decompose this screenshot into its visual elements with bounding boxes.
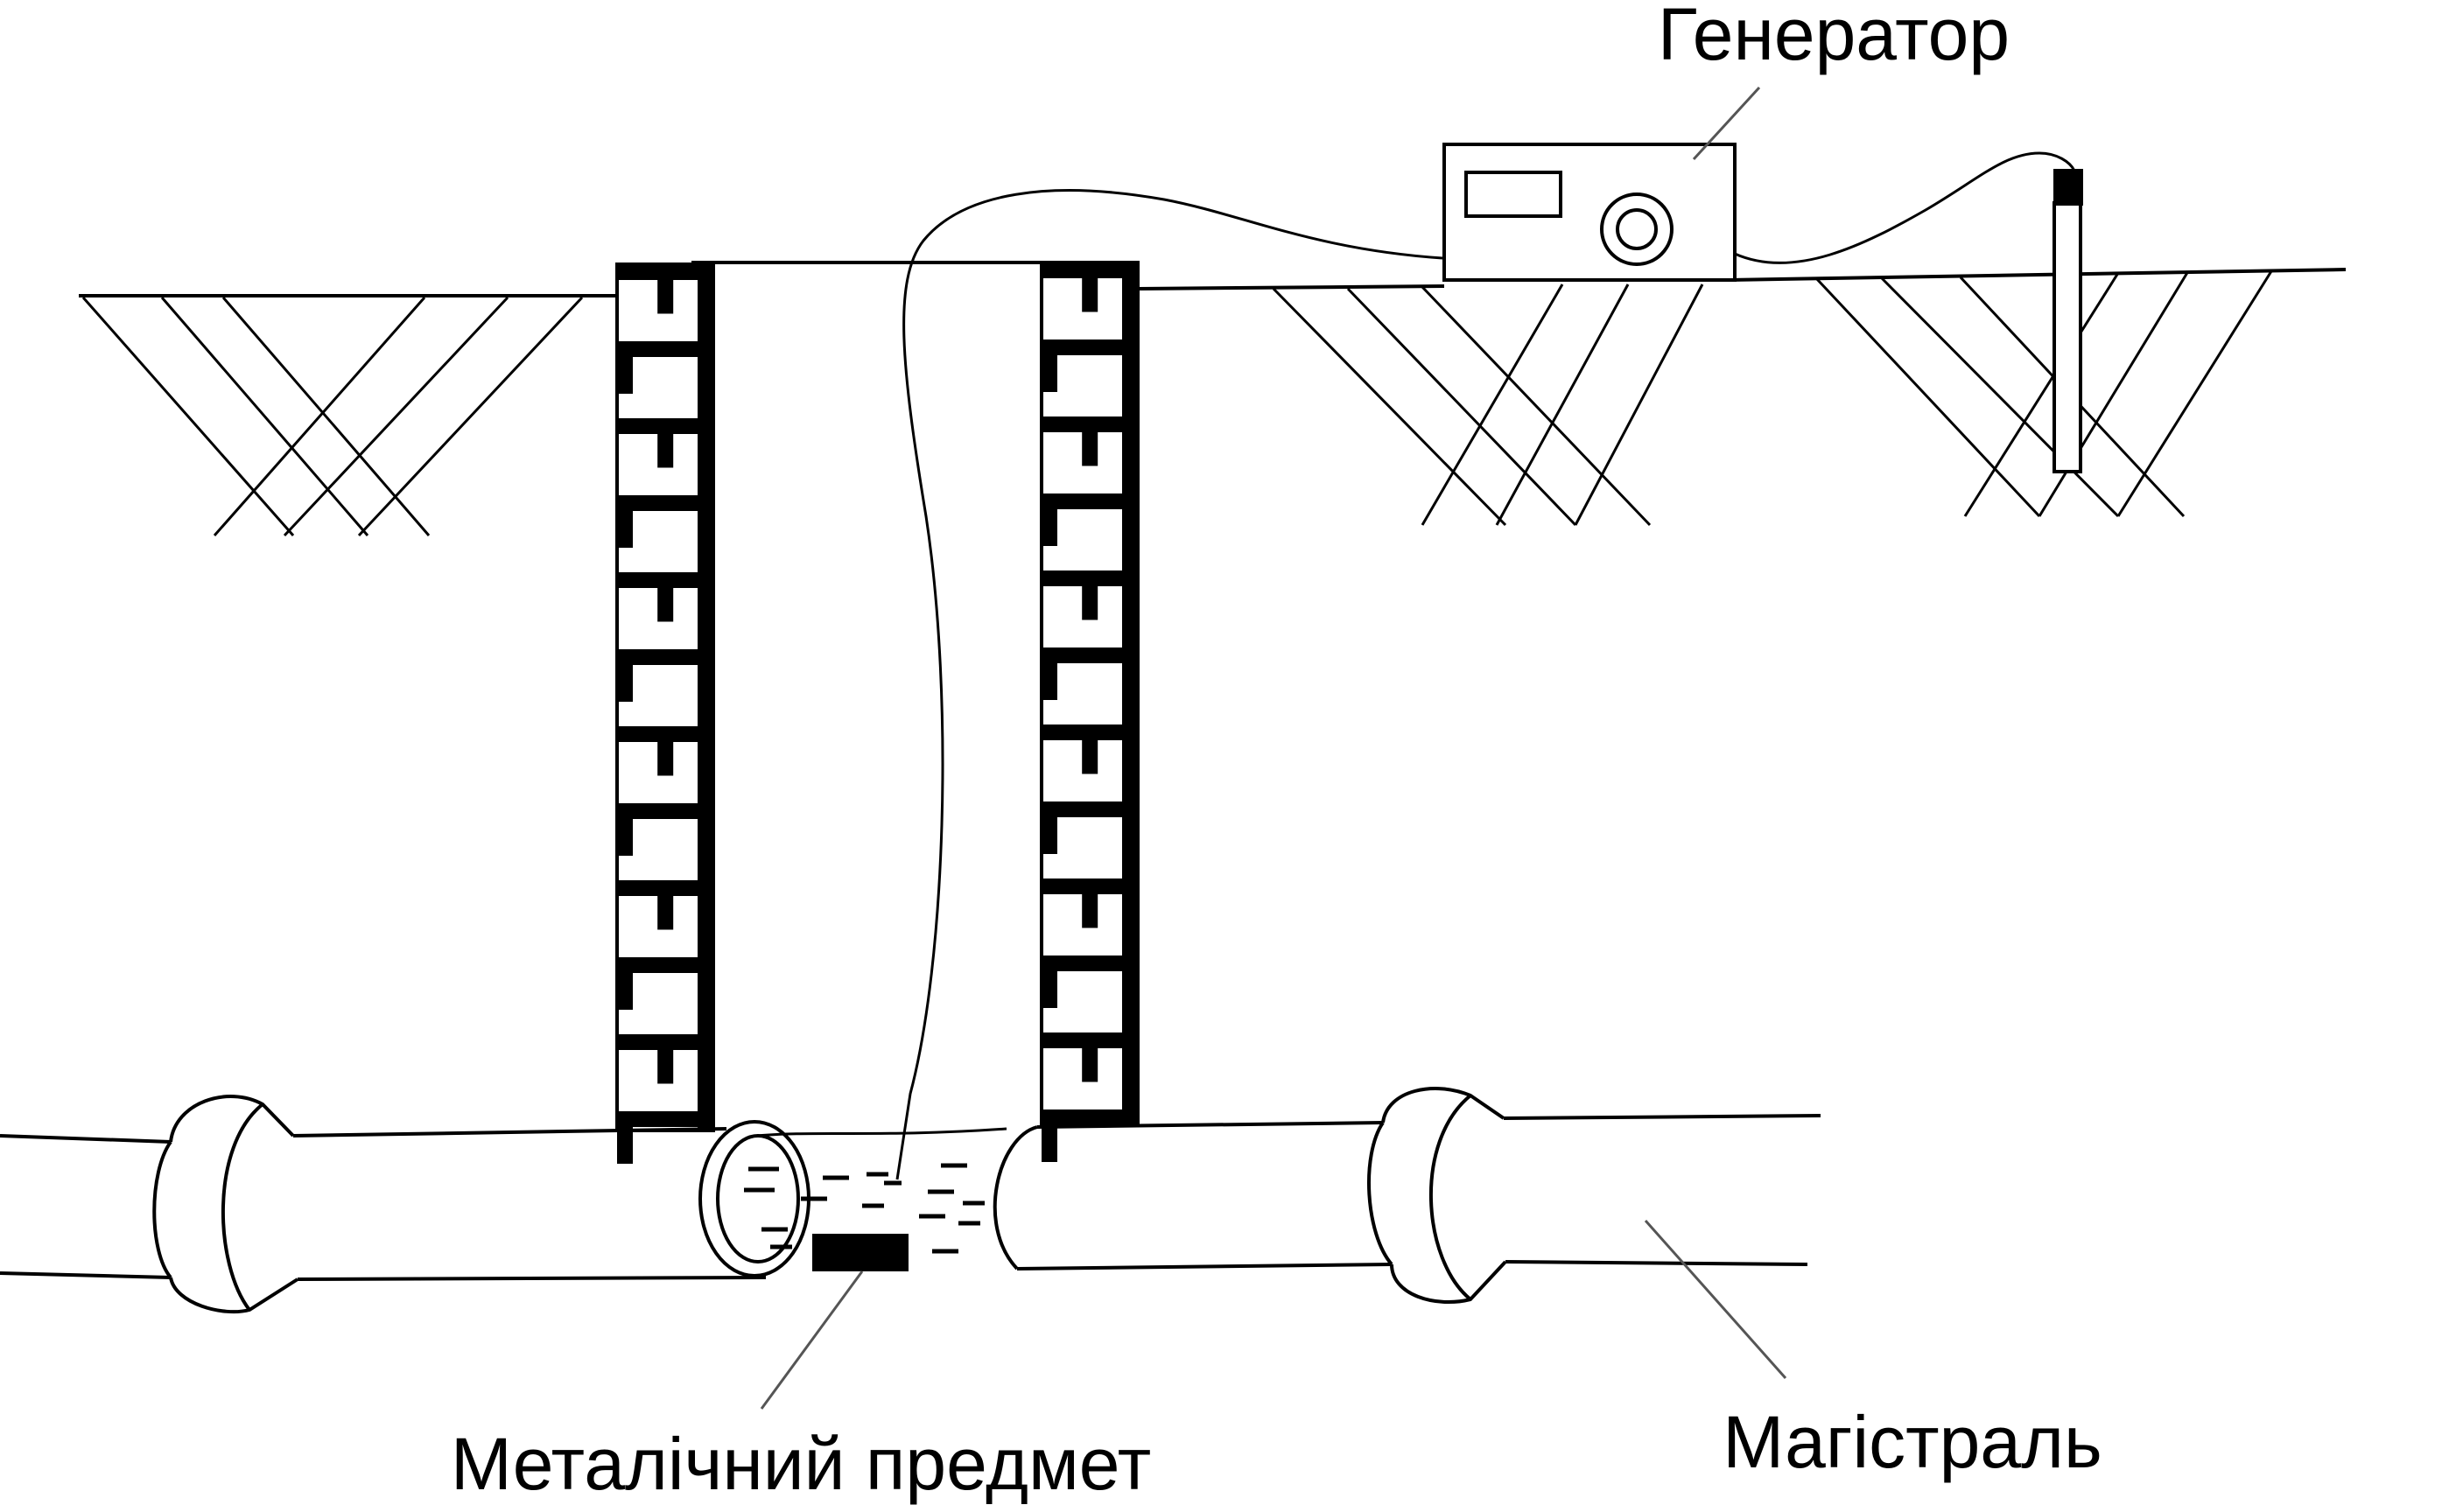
- well-wall-left: [615, 262, 715, 1164]
- well-wall-mortar-joint: [1082, 432, 1098, 466]
- soil-hatching-right: [1814, 270, 2273, 518]
- well-wall-mortar-course: [1042, 878, 1138, 894]
- well-wall-mortar-joint: [657, 280, 674, 314]
- well-wall-right: [1040, 261, 1140, 1162]
- generator-display: [1464, 171, 1562, 218]
- well-wall-mortar-joint: [657, 742, 674, 776]
- leader-generator: [1692, 86, 1761, 161]
- well-wall-mortar-joint: [617, 665, 633, 702]
- well-wall-mortar-course: [1042, 956, 1138, 971]
- well-wall-mortar-joint: [617, 1127, 633, 1164]
- well-wall-mortar-course: [617, 726, 713, 742]
- well-wall-mortar-course: [1042, 570, 1138, 586]
- leader-metal-object: [760, 1270, 864, 1410]
- generator-knob-inner: [1616, 208, 1658, 250]
- leader-lines: [760, 86, 1787, 1410]
- well-wall-mortar-joint: [617, 819, 633, 856]
- pipe-socket-left: [169, 1095, 299, 1314]
- well-wall-mortar-course: [1042, 340, 1138, 355]
- well-wall-mortar-joint: [1082, 1048, 1098, 1082]
- well-wall-mortar-joint: [657, 1050, 674, 1084]
- ground-rod-clamp: [2053, 169, 2083, 206]
- leader-main-pipe: [1644, 1220, 1787, 1379]
- soil-hatching-left: [81, 296, 584, 537]
- well-wall-mortar-course: [617, 957, 713, 973]
- well-wall-mortar-course: [1042, 494, 1138, 509]
- well-wall-mortar-course: [617, 495, 713, 511]
- well-wall-mortar-course: [1042, 1110, 1138, 1125]
- well-wall-mortar-joint: [617, 511, 633, 548]
- well-wall-mortar-joint: [1082, 278, 1098, 312]
- well-wall-mortar-joint: [1042, 355, 1057, 392]
- well-wall-mortar-joint: [617, 357, 633, 394]
- pipe-socket-right: [1381, 1087, 1507, 1304]
- well-wall-mortar-joint: [617, 973, 633, 1010]
- ground-rod-cable: [1734, 151, 2076, 264]
- well-wall-mortar-joint: [1082, 586, 1098, 620]
- well-wall-mortar-joint: [1082, 740, 1098, 774]
- generator: [1442, 143, 1737, 282]
- well-shaft: [615, 261, 1140, 1164]
- well-wall-mortar-joint: [657, 588, 674, 622]
- pipe-cut-inner: [716, 1134, 800, 1264]
- soil-hatching-middle: [1272, 284, 1704, 527]
- well-wall-mortar-course: [1042, 416, 1138, 432]
- label-generator: Генератор: [1658, 0, 2010, 75]
- well-wall-mortar-course: [617, 572, 713, 588]
- well-wall-mortar-course: [1042, 1032, 1138, 1048]
- well-wall-inner-edge: [698, 264, 713, 1130]
- pipe-socket-right-rim: [1366, 1094, 1472, 1301]
- well-wall-mortar-joint: [1082, 894, 1098, 928]
- well-wall-mortar-course: [617, 1111, 713, 1127]
- water-surface: [756, 1127, 1007, 1138]
- well-wall-mortar-joint: [1042, 663, 1057, 700]
- metal-object: [812, 1234, 909, 1271]
- well-wall-mortar-joint: [1042, 509, 1057, 546]
- well-wall-mortar-joint: [1042, 1125, 1057, 1162]
- generator-knob-outer: [1600, 192, 1674, 266]
- ground-rod: [2052, 169, 2083, 473]
- probe-cable: [895, 189, 1443, 1180]
- ground-rod-shaft: [2052, 201, 2082, 473]
- well-wall-mortar-course: [617, 341, 713, 357]
- well-wall-mortar-course: [617, 1034, 713, 1050]
- well-wall-mortar-course: [617, 418, 713, 434]
- pipe-sediment: [744, 1163, 985, 1254]
- pipe-socket-left-rim: [152, 1102, 264, 1312]
- well-wall-mortar-course: [617, 880, 713, 896]
- well-wall-mortar-course: [1042, 802, 1138, 817]
- label-main-pipe: Магістраль: [1723, 1401, 2102, 1483]
- well-wall-mortar-course: [1042, 724, 1138, 740]
- main-pipe: [0, 1087, 1821, 1314]
- well-wall-mortar-course: [617, 649, 713, 665]
- well-wall-mortar-course: [617, 803, 713, 819]
- label-metal-object: Металічний предмет: [451, 1423, 1151, 1505]
- well-wall-mortar-joint: [1042, 817, 1057, 854]
- generator-body: [1442, 143, 1737, 282]
- well-wall-mortar-joint: [657, 896, 674, 930]
- well-wall-mortar-course: [1042, 262, 1138, 278]
- well-wall-mortar-joint: [657, 434, 674, 468]
- well-wall-mortar-course: [1042, 648, 1138, 663]
- well-wall-mortar-course: [617, 264, 713, 280]
- well-wall-mortar-joint: [1042, 971, 1057, 1008]
- well-wall-inner-edge: [1122, 262, 1138, 1124]
- ground-surface: [79, 261, 2347, 298]
